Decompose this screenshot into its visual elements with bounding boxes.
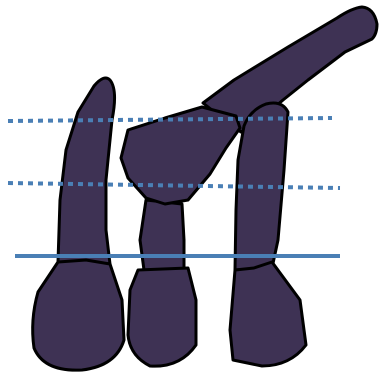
middle-column-shaft <box>140 200 184 270</box>
middle-column-base <box>128 268 196 366</box>
